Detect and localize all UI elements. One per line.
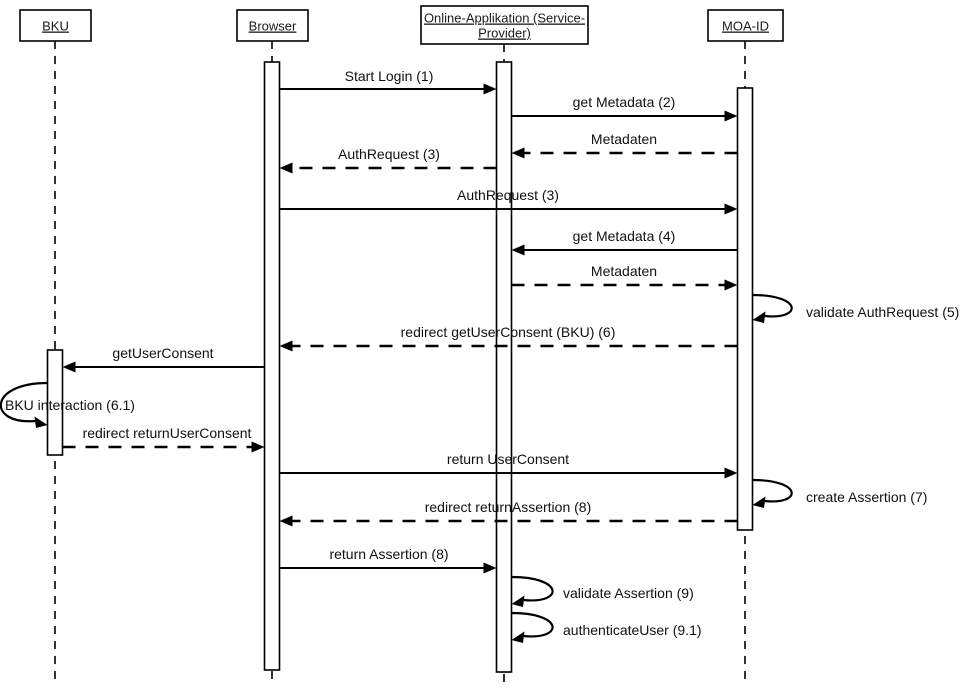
lifeline-title-online_applikation: Online-Applikation (Service- xyxy=(424,11,585,26)
lifeline-headers-layer: BKU Browser Online-Applikation (Service-Pr… xyxy=(19,5,784,45)
self-message-s3: create Assertion (7) xyxy=(752,478,927,509)
message-label-m12: redirect returnAssertion (8) xyxy=(425,499,592,515)
activation-bar-moa_id-0 xyxy=(736,87,754,531)
self-message-s5: authenticateUser (9.1) xyxy=(511,611,702,644)
arrowhead-m12 xyxy=(279,515,293,527)
self-loop-path-s2 xyxy=(0,381,48,423)
message-label-m5: AuthRequest (3) xyxy=(457,187,559,203)
messages-layer: Start Login (1) get Metadata (2) Metadaten… xyxy=(62,68,738,574)
lifeline-header-box-moa_id xyxy=(707,9,784,42)
self-message-label-s3: create Assertion (7) xyxy=(806,489,927,505)
lifeline-title-browser: Browser xyxy=(249,19,297,34)
arrowhead-m7 xyxy=(724,279,738,291)
arrowhead-s2 xyxy=(34,416,48,429)
message-label-m4: AuthRequest (3) xyxy=(338,146,440,162)
message-m10: redirect returnUserConsent xyxy=(62,425,265,453)
arrowhead-m8 xyxy=(279,340,293,352)
message-label-m1: Start Login (1) xyxy=(345,68,434,84)
self-loop-path-s3 xyxy=(752,478,793,503)
lifeline-header-bku[interactable]: BKU xyxy=(19,9,92,42)
arrowhead-m13 xyxy=(483,562,497,574)
message-label-m3: Metadaten xyxy=(591,131,657,147)
message-label-m2: get Metadata (2) xyxy=(573,94,676,110)
arrowhead-s5 xyxy=(511,631,525,644)
activation-bar-bku-0 xyxy=(46,349,64,456)
self-message-label-s5: authenticateUser (9.1) xyxy=(563,622,702,638)
message-m11: return UserConsent xyxy=(279,451,738,479)
message-m12: redirect returnAssertion (8) xyxy=(279,499,738,527)
lifeline-title-online_applikation: Provider) xyxy=(478,26,531,41)
message-m5: AuthRequest (3) xyxy=(279,187,738,215)
message-m8: redirect getUserConsent (BKU) (6) xyxy=(279,324,738,352)
message-label-m7: Metadaten xyxy=(591,263,657,279)
lifeline-header-box-bku xyxy=(19,9,92,42)
self-message-label-s1: validate AuthRequest (5) xyxy=(806,304,959,320)
message-m4: AuthRequest (3) xyxy=(279,146,497,174)
self-message-label-s4: validate Assertion (9) xyxy=(563,585,694,601)
self-loop-path-s4 xyxy=(511,575,554,602)
lifeline-header-moa_id[interactable]: MOA-ID xyxy=(707,9,784,42)
activation-bar-browser-0 xyxy=(263,61,281,671)
self-message-s4: validate Assertion (9) xyxy=(511,575,694,608)
message-label-m9: getUserConsent xyxy=(112,345,213,361)
message-label-m6: get Metadata (4) xyxy=(573,228,676,244)
self-message-s2: BKU interaction (6.1) xyxy=(0,381,135,429)
lifeline-title-bku: BKU xyxy=(42,19,69,34)
self-message-s1: validate AuthRequest (5) xyxy=(752,293,959,324)
arrowhead-m2 xyxy=(724,110,738,122)
arrowhead-m6 xyxy=(511,244,525,256)
message-m13: return Assertion (8) xyxy=(279,546,497,574)
self-loop-path-s1 xyxy=(752,293,793,318)
arrowhead-s4 xyxy=(511,595,525,608)
self-messages-layer: validate AuthRequest (5) BKU interaction … xyxy=(0,293,959,644)
lifeline-header-online_applikation[interactable]: Online-Applikation (Service-Provider) xyxy=(420,5,589,45)
self-message-label-s2: BKU interaction (6.1) xyxy=(5,397,135,413)
message-label-m10: redirect returnUserConsent xyxy=(83,425,252,441)
message-label-m13: return Assertion (8) xyxy=(329,546,448,562)
message-m6: get Metadata (4) xyxy=(511,228,738,256)
activation-bar-online_applikation-0 xyxy=(495,61,513,673)
message-m3: Metadaten xyxy=(511,131,738,159)
arrowhead-m11 xyxy=(724,467,738,479)
message-m2: get Metadata (2) xyxy=(511,94,738,122)
arrowhead-m10 xyxy=(251,441,265,453)
lifeline-header-box-online_applikation xyxy=(420,5,589,45)
arrowhead-m5 xyxy=(724,203,738,215)
message-m7: Metadaten xyxy=(511,263,738,291)
arrowhead-m4 xyxy=(279,162,293,174)
lifeline-header-box-browser xyxy=(236,9,309,42)
self-loop-path-s5 xyxy=(511,611,554,638)
message-m1: Start Login (1) xyxy=(279,68,497,95)
arrowhead-m1 xyxy=(483,83,497,95)
lifeline-title-moa_id: MOA-ID xyxy=(722,19,769,34)
lifeline-header-browser[interactable]: Browser xyxy=(236,9,309,42)
arrowhead-m9 xyxy=(62,361,76,373)
arrowhead-m3 xyxy=(511,147,525,159)
message-m9: getUserConsent xyxy=(62,345,265,373)
message-label-m11: return UserConsent xyxy=(447,451,569,467)
arrowhead-s3 xyxy=(752,496,766,509)
message-label-m8: redirect getUserConsent (BKU) (6) xyxy=(401,324,616,340)
activations-layer xyxy=(46,61,754,673)
arrowhead-s1 xyxy=(752,311,766,324)
